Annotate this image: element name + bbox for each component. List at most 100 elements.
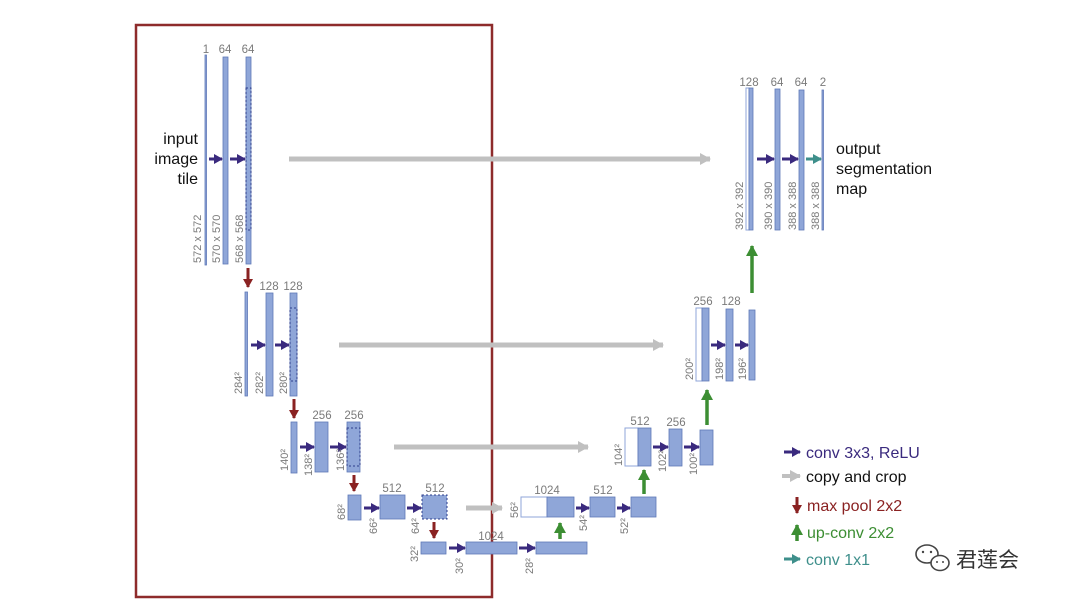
channel-label: 256 [666, 417, 685, 429]
feature-map-u1a [748, 87, 754, 231]
size-label: 102² [657, 450, 669, 472]
input-label-line2: image [154, 151, 198, 168]
feature-map-l4c [421, 494, 448, 520]
copied-map-u3 [624, 427, 639, 467]
feature-map-l2b [265, 292, 274, 397]
size-label: 390 x 390 [763, 182, 775, 230]
feature-map-l3c [346, 421, 361, 473]
size-label: 388 x 388 [810, 182, 822, 230]
channel-label: 64 [242, 44, 255, 56]
feature-map-output [821, 89, 824, 231]
size-label: 388 x 388 [787, 182, 799, 230]
feature-map-u3b [668, 428, 683, 467]
size-label: 284² [233, 372, 245, 394]
channel-label: 256 [693, 296, 712, 308]
size-label: 572 x 572 [192, 215, 204, 263]
channel-label: 512 [382, 483, 401, 495]
channel-label: 128 [283, 281, 302, 293]
size-label: 100² [688, 453, 700, 475]
bottleneck: 1024 32² 30² 28² [409, 531, 588, 574]
size-label: 392 x 392 [734, 182, 746, 230]
channel-label: 512 [593, 485, 612, 497]
size-label: 282² [254, 372, 266, 394]
channel-label: 256 [344, 410, 363, 422]
input-label-line1: input [163, 131, 198, 148]
output-label-line3: map [836, 181, 867, 198]
feature-map-u3a [637, 427, 652, 467]
encoder-level1: 1 64 64 572 x 572 570 x 570 568 x 568 [192, 44, 255, 266]
feature-map-l1a [222, 56, 229, 265]
channel-label: 128 [739, 77, 758, 89]
feature-map-l3b [314, 421, 329, 473]
feature-map-u2c [748, 309, 756, 381]
size-label: 140² [279, 449, 291, 471]
feature-map-u4c [630, 496, 657, 518]
feature-map-l3a [290, 421, 298, 474]
size-label: 52² [619, 518, 631, 534]
feature-map-l5c [535, 541, 588, 555]
decoder-level1: 128 64 64 2 392 x 392 390 x 390 388 x 38… [734, 77, 826, 231]
output-label-line1: output [836, 141, 881, 158]
legend-conv1x1-label: conv 1x1 [806, 552, 870, 569]
legend-copy-label: copy and crop [806, 469, 907, 486]
size-label: 196² [737, 358, 749, 380]
feature-map-l5a [420, 541, 447, 555]
watermark: 君莲会 [915, 544, 1019, 572]
feature-map-u4a [546, 496, 575, 518]
size-label: 138² [303, 454, 315, 476]
decoder-level4: 1024 512 56² 54² 52² [509, 485, 657, 534]
encoder-highlight-box [134, 23, 494, 599]
size-label: 570 x 570 [211, 215, 223, 263]
copied-map-u4 [520, 496, 548, 518]
encoder-level2: 128 128 284² 282² 280² [233, 281, 303, 397]
wechat-icon [915, 544, 950, 572]
channel-label: 64 [771, 77, 784, 89]
channel-label: 1024 [534, 485, 560, 497]
feature-map-u1c [798, 89, 805, 231]
feature-map-u2a [701, 307, 710, 382]
channel-label: 256 [312, 410, 331, 422]
decoder-level3: 512 256 104² 102² 100² [613, 416, 714, 475]
channel-label: 64 [795, 77, 808, 89]
legend-conv-label: conv 3x3, ReLU [806, 445, 920, 462]
feature-map-l5b [465, 541, 518, 555]
channel-label: 128 [259, 281, 278, 293]
channel-label: 1024 [478, 531, 504, 543]
input-label-line3: tile [178, 171, 199, 188]
watermark-text: 君莲会 [956, 548, 1019, 572]
legend-upconv-label: up-conv 2x2 [807, 525, 894, 542]
copied-map-u1 [745, 87, 750, 231]
channel-label: 512 [630, 416, 649, 428]
feature-map-u2b [725, 308, 734, 382]
crop-region-l3 [346, 427, 361, 467]
size-label: 68² [336, 504, 348, 520]
input-image-tile-label: input image tile [154, 131, 198, 188]
feature-map-u1b [774, 88, 781, 231]
legend-pool-label: max pool 2x2 [807, 498, 902, 515]
size-label: 66² [368, 518, 380, 534]
size-label: 568 x 568 [234, 215, 246, 263]
copied-map-u2 [695, 307, 703, 382]
size-label: 136² [335, 449, 347, 471]
feature-map-l4a [347, 494, 362, 521]
size-label: 280² [278, 372, 290, 394]
feature-map-input [204, 54, 207, 266]
size-label: 198² [714, 358, 726, 380]
size-label: 30² [454, 558, 466, 574]
feature-map-l2c [289, 292, 298, 397]
channel-label: 512 [425, 483, 444, 495]
feature-map-l2a [244, 291, 248, 397]
output-label-line2: segmentation [836, 161, 932, 178]
channel-label: 128 [721, 296, 740, 308]
feature-map-u3c [699, 429, 714, 466]
encoder-level4: 512 512 68² 66² 64² [336, 483, 448, 534]
feature-map-l4b [379, 494, 406, 520]
size-label: 28² [524, 558, 536, 574]
channel-label: 1 [203, 44, 209, 56]
output-segmentation-map-label: output segmentation map [836, 141, 932, 198]
channel-label: 64 [219, 44, 232, 56]
decoder-level2: 256 128 200² 198² 196² [684, 296, 756, 382]
size-label: 32² [409, 546, 421, 562]
size-label: 104² [613, 444, 625, 466]
